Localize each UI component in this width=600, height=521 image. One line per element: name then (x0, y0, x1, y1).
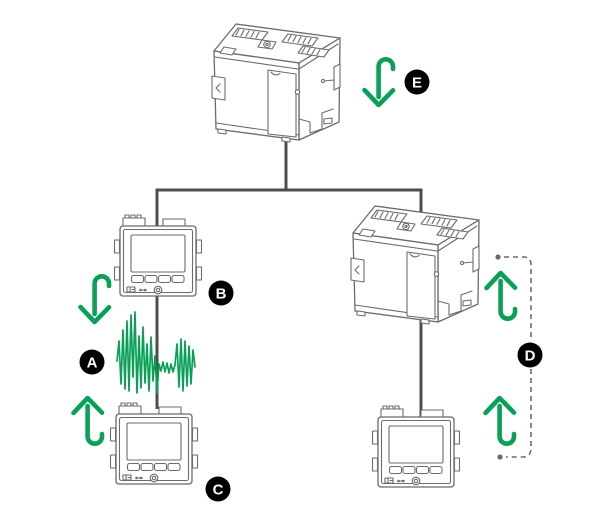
callout-d-letter: D (525, 347, 536, 364)
bracket-bottom-segment (506, 369, 532, 458)
display-meter-c (109, 402, 199, 485)
arrow-down-icon-e (365, 59, 394, 105)
display-meter-b (113, 214, 203, 297)
top-power-meter-device (211, 23, 341, 143)
callout-e-letter: E (412, 74, 422, 91)
callout-e-badge: E (404, 69, 430, 95)
bracket-top-segment (504, 256, 532, 340)
callout-d-badge: D (517, 342, 543, 368)
display-meter-right (371, 405, 461, 488)
callout-c-badge: C (205, 476, 231, 502)
bracket-bottom-dot (497, 454, 503, 460)
arrow-up-icon-right-top (487, 273, 516, 319)
right-power-meter-device (350, 205, 480, 325)
signal-noise-waveform-icon (116, 311, 196, 394)
d-range-bracket (495, 254, 532, 460)
callout-c-letter: C (213, 481, 224, 498)
callout-b-badge: B (208, 280, 234, 306)
arrow-up-icon-left-bottom (74, 398, 103, 444)
callout-b-letter: B (216, 285, 227, 302)
arrow-down-icon-b (81, 276, 110, 322)
arrow-up-icon-right-bottom (486, 398, 515, 444)
bracket-top-dot (495, 254, 501, 260)
callout-a-letter: A (87, 354, 98, 371)
callout-a-badge: A (79, 349, 105, 375)
